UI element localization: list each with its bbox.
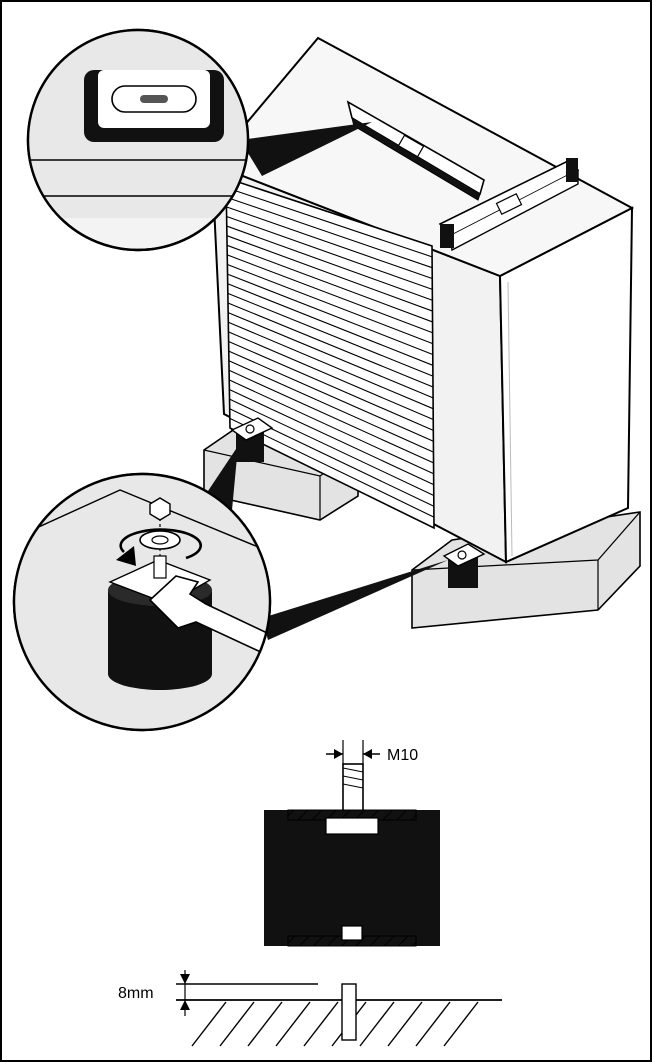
louvre-line [227, 254, 433, 334]
spirit-level-front [438, 158, 580, 252]
hatch-line [219, 1001, 255, 1047]
spirit-level-back [346, 100, 485, 201]
ground-clearance-detail [176, 970, 502, 1047]
hatch-line [247, 1001, 283, 1047]
vibration-mount-left [230, 417, 274, 462]
louvre-line [225, 187, 433, 258]
louvre-line [226, 206, 433, 280]
magnifier-mount-detail [12, 472, 272, 732]
hatch-line [387, 1001, 423, 1047]
louvre-line [226, 225, 433, 301]
louvre-line [226, 196, 433, 269]
hatch-line [443, 1001, 479, 1047]
louvre-line [228, 360, 434, 453]
vibration-mount-right [442, 543, 486, 588]
louvre-line [227, 312, 434, 399]
hatch-line [275, 1001, 311, 1047]
louvre-line [227, 292, 434, 377]
louvre-line [227, 264, 433, 345]
louvre-line [227, 302, 434, 388]
louvre-line [229, 379, 434, 475]
louvre-line [228, 331, 434, 421]
louvre-line [227, 273, 433, 355]
louvre-line [229, 389, 434, 486]
louvre-line [226, 235, 433, 312]
ground-hatching [191, 1001, 479, 1047]
louvre-line [226, 215, 433, 290]
louvre-line [228, 321, 434, 410]
thread-dimension [326, 740, 380, 766]
magnifier-pointer-top [240, 122, 372, 176]
grille-louvres [225, 187, 435, 518]
fan-grille [225, 176, 435, 530]
magnifier-pointer-bottom-right [262, 560, 448, 640]
hatch-line [415, 1001, 451, 1047]
magnifier-pointer-bottom-left [206, 446, 238, 510]
louvre-line [227, 283, 434, 366]
mount-cross-section [264, 763, 440, 947]
thread-size-label: M10 [387, 747, 418, 764]
louvre-line [229, 398, 435, 496]
clearance-label: 8mm [118, 985, 154, 1002]
louvre-line [228, 369, 434, 464]
hatch-line [191, 1001, 227, 1047]
magnifier-level-detail [26, 28, 250, 252]
louvre-line [228, 350, 434, 442]
louvre-line [226, 244, 433, 323]
hatch-line [359, 1001, 395, 1047]
hatch-line [303, 1001, 339, 1047]
louvre-line [228, 340, 434, 431]
